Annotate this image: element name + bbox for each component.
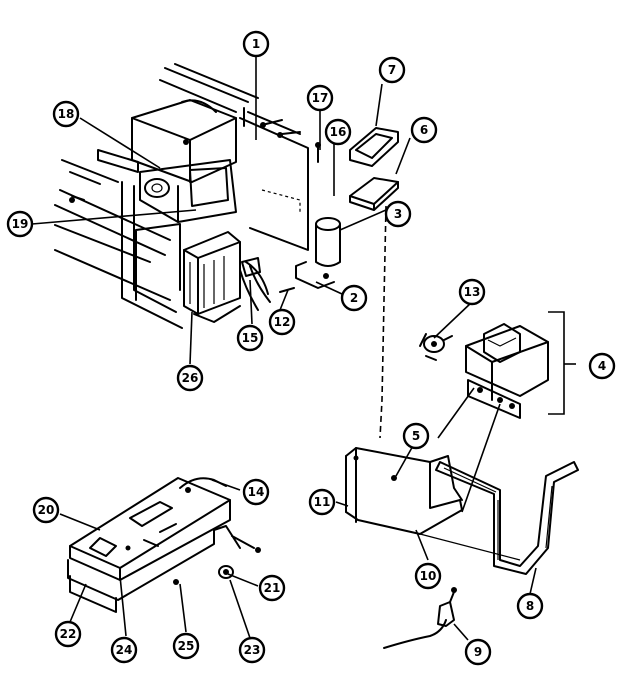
- svg-text:22: 22: [60, 627, 77, 641]
- callout-2: 2: [340, 284, 368, 312]
- svg-text:9: 9: [474, 645, 482, 659]
- svg-text:25: 25: [178, 639, 195, 653]
- svg-text:11: 11: [314, 495, 331, 509]
- gasket-strip-part: [435, 461, 579, 575]
- leader-lines: [31, 56, 576, 641]
- upper-left-chassis-assembly: [54, 63, 341, 329]
- svg-text:20: 20: [38, 503, 55, 517]
- callout-9: 9: [464, 638, 492, 666]
- lower-left-tray-assembly: [67, 477, 261, 613]
- svg-text:21: 21: [264, 581, 281, 595]
- alignment-line: [379, 205, 387, 439]
- svg-text:24: 24: [116, 643, 133, 657]
- leader-4-to-base: [437, 387, 501, 513]
- svg-text:8: 8: [526, 599, 534, 613]
- callout-19: 19: [6, 210, 34, 238]
- callout-22: 22: [54, 620, 82, 648]
- callout-12: 12: [268, 308, 296, 336]
- callout-3: 3: [384, 200, 412, 228]
- svg-text:18: 18: [58, 107, 75, 121]
- svg-text:3: 3: [394, 207, 402, 221]
- callout-8: 8: [516, 592, 544, 620]
- gasket-part: [349, 127, 399, 167]
- callout-13: 13: [458, 278, 486, 306]
- callout-23: 23: [238, 636, 266, 664]
- callout-26: 26: [176, 364, 204, 392]
- callout-11: 11: [308, 488, 336, 516]
- wire-harness-part: [383, 587, 457, 649]
- transformer-assembly: [465, 311, 565, 419]
- callout-21: 21: [258, 574, 286, 602]
- svg-text:26: 26: [182, 371, 199, 385]
- callout-25: 25: [172, 632, 200, 660]
- callout-7: 7: [378, 56, 406, 84]
- svg-text:10: 10: [420, 569, 437, 583]
- thermostat-part: [419, 333, 453, 361]
- callout-20: 20: [32, 496, 60, 524]
- svg-text:13: 13: [464, 285, 481, 299]
- svg-text:2: 2: [350, 291, 358, 305]
- callout-10: 10: [414, 562, 442, 590]
- svg-text:19: 19: [12, 217, 29, 231]
- callout-5: 5: [402, 422, 430, 450]
- callout-17: 17: [306, 84, 334, 112]
- callout-1: 1: [242, 30, 270, 58]
- svg-text:12: 12: [274, 315, 291, 329]
- svg-text:6: 6: [420, 123, 428, 137]
- callout-4: 4: [588, 352, 616, 380]
- svg-text:5: 5: [412, 429, 420, 443]
- svg-text:23: 23: [244, 643, 261, 657]
- svg-text:17: 17: [312, 91, 329, 105]
- callout-16: 16: [324, 118, 352, 146]
- svg-text:4: 4: [598, 359, 606, 373]
- callout-14: 14: [242, 478, 270, 506]
- svg-text:1: 1: [252, 37, 260, 51]
- base-pan-part: [345, 447, 521, 561]
- filter-part: [349, 177, 399, 211]
- callout-18: 18: [52, 100, 80, 128]
- callout-15: 15: [236, 324, 264, 352]
- svg-text:7: 7: [388, 63, 396, 77]
- callout-24: 24: [110, 636, 138, 664]
- callout-6: 6: [410, 116, 438, 144]
- svg-text:16: 16: [330, 125, 347, 139]
- svg-text:15: 15: [242, 331, 259, 345]
- svg-text:14: 14: [248, 485, 265, 499]
